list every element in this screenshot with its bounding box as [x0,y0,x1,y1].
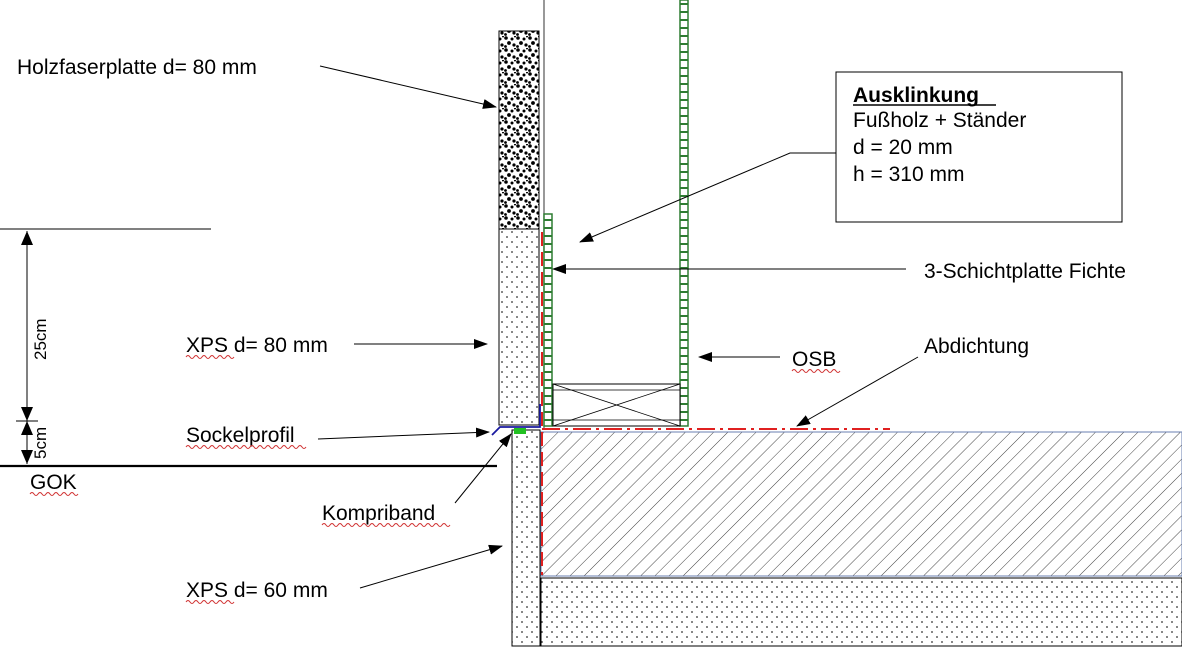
infobox-frame [835,71,1123,223]
leader-kompriband [454,433,512,504]
xps-80-layer [498,228,540,426]
concrete-slab [540,431,1182,577]
osb-board [679,0,689,427]
spellcheck-squiggle-kompriband [321,523,451,527]
dimension-25cm: 25cm [31,318,50,360]
spellcheck-squiggle-gok [29,492,79,496]
label-sockelprofil: Sockelprofil [186,424,295,447]
label-abdichtung: Abdichtung [924,335,1029,358]
kompriband-strip [514,428,526,434]
infobox-title: Ausklinkung [853,84,979,107]
spellcheck-squiggle-sockel [185,445,307,449]
label-gok: GOK [30,471,77,494]
under-slab-insulation [540,577,1182,647]
leader-infobox [579,152,836,243]
leader-xps60 [359,544,503,589]
infobox-line-1: Fußholz + Ständer [853,109,1026,132]
spellcheck-squiggle-osb [791,369,841,373]
three-layer-board [543,213,553,427]
infobox-line-2: d = 20 mm [853,136,953,159]
infobox-line-3: h = 310 mm [853,163,964,186]
dimension-chain [16,231,38,464]
leader-abdichtung [796,356,919,427]
spellcheck-squiggle-xps60 [185,600,235,604]
label-holzfaserplatte: Holzfaserplatte d= 80 mm [17,56,257,79]
spellcheck-squiggle-xps80 [185,355,235,359]
label-schichtplatte: 3-Schichtplatte Fichte [924,260,1126,283]
leader-sockelprofil [317,427,490,440]
dimension-5cm: 5cm [31,427,50,459]
label-osb: OSB [792,348,836,371]
sockelprofil-line [491,404,541,436]
label-xps-60: XPS d= 60 mm [186,579,328,602]
holzfaserplatte-layer [498,30,540,230]
xps-60-layer [511,429,541,647]
label-xps-80: XPS d= 80 mm [186,334,328,357]
leader-holzfaser [319,65,497,109]
sill-plate [552,383,681,427]
label-kompriband: Kompriband [322,502,435,525]
